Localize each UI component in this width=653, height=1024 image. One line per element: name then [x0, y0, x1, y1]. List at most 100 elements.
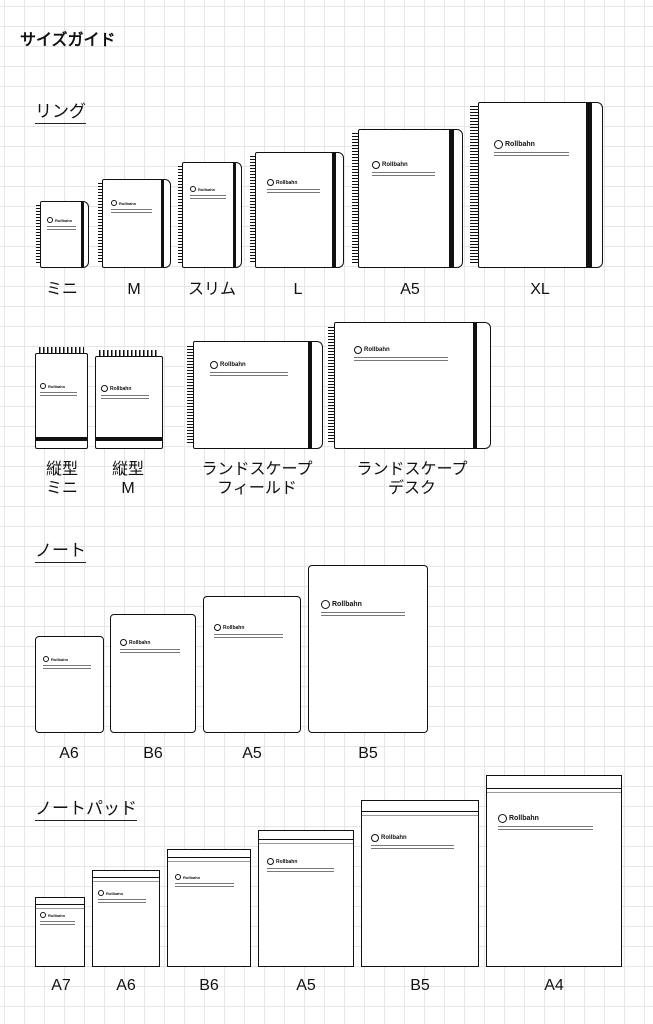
- logo-circle-icon: [214, 624, 221, 631]
- fine-print: [371, 848, 454, 849]
- pad-binding-strip: [93, 871, 159, 878]
- size-label-notepad-b6: B6: [199, 977, 219, 994]
- cover: Rollbahn: [334, 322, 491, 449]
- size-label-note-b6: B6: [143, 745, 163, 762]
- notebook-note-a5: Rollbahn: [203, 596, 301, 733]
- elastic-band: [449, 130, 454, 267]
- brand-text: Rollbahn: [220, 362, 246, 368]
- logo-circle-icon: [101, 385, 108, 392]
- notebook-note-b6: Rollbahn: [110, 614, 196, 733]
- cover: Rollbahn: [35, 353, 88, 449]
- fine-print: [267, 871, 334, 872]
- notebook-ring-mini: Rollbahn: [36, 201, 89, 268]
- brand-logo: Rollbahn: [101, 385, 131, 392]
- label-line-2: フィールド: [217, 480, 297, 497]
- page-title: サイズガイド: [20, 32, 116, 49]
- section-heading-note: ノート: [35, 541, 86, 563]
- elastic-band: [308, 342, 312, 448]
- label-line-1: 縦型: [45, 461, 79, 478]
- notebook-note-b5: Rollbahn: [308, 565, 428, 733]
- size-label-notepad-a7: A7: [51, 977, 71, 994]
- brand-logo: Rollbahn: [321, 600, 362, 609]
- spiral-binding: [250, 156, 258, 264]
- logo-circle-icon: [498, 814, 507, 823]
- spiral-binding: [470, 106, 481, 264]
- cover: Rollbahn: [95, 356, 163, 449]
- elastic-band: [332, 153, 336, 267]
- cover: Rollbahn: [102, 179, 171, 268]
- size-label-ring-m: M: [127, 281, 141, 298]
- notepad-notepad-b5: Rollbahn: [361, 800, 479, 967]
- brand-logo: Rollbahn: [354, 346, 390, 354]
- brand-text: Rollbahn: [332, 601, 362, 608]
- size-label-ring-a5: A5: [400, 281, 420, 298]
- size-label-notepad-b5: B5: [410, 977, 430, 994]
- elastic-band: [473, 323, 477, 448]
- label-line-1: ランドスケープ: [201, 461, 313, 478]
- section-heading-notepad: ノートパッド: [35, 799, 137, 821]
- label-line-2: デスク: [387, 480, 437, 497]
- logo-circle-icon: [372, 161, 380, 169]
- pad-rule: [259, 843, 353, 844]
- fine-print: [267, 189, 320, 190]
- fine-print: [101, 398, 149, 399]
- pad-rule: [93, 881, 159, 882]
- fine-print: [43, 665, 91, 666]
- notebook-ring-xl: Rollbahn: [470, 102, 603, 268]
- brand-logo: Rollbahn: [498, 814, 539, 823]
- spiral-binding: [36, 205, 43, 264]
- brand-text: Rollbahn: [48, 383, 66, 389]
- fine-print: [494, 155, 569, 156]
- spiral-binding: [328, 327, 337, 444]
- logo-circle-icon: [371, 834, 379, 842]
- size-label-ring-l: L: [293, 281, 303, 298]
- pad-rule: [36, 908, 84, 909]
- fine-print: [175, 886, 234, 887]
- fine-print: [120, 649, 180, 650]
- size-label-landscape-field: ランドスケープフィールド: [201, 460, 312, 498]
- brand-text: Rollbahn: [509, 815, 539, 822]
- fine-print: [190, 198, 226, 199]
- brand-logo: Rollbahn: [120, 639, 150, 646]
- cover: Rollbahn: [182, 162, 242, 268]
- logo-circle-icon: [494, 140, 503, 149]
- label-line-2: M: [121, 480, 135, 497]
- brand-text: Rollbahn: [381, 835, 407, 841]
- fine-print: [101, 395, 149, 396]
- elastic-band: [96, 437, 162, 441]
- fine-print: [354, 357, 448, 358]
- logo-circle-icon: [175, 874, 181, 880]
- fine-print: [40, 924, 75, 925]
- brand-logo: Rollbahn: [175, 874, 200, 880]
- fine-print: [267, 868, 334, 869]
- fine-print: [40, 392, 77, 393]
- size-label-note-a5: A5: [242, 745, 262, 762]
- brand-logo: Rollbahn: [210, 361, 246, 369]
- logo-circle-icon: [111, 200, 117, 206]
- fine-print: [111, 212, 152, 213]
- fine-print: [175, 883, 234, 884]
- brand-text: Rollbahn: [119, 200, 137, 206]
- notepad-notepad-a7: Rollbahn: [35, 897, 85, 967]
- notebook-ring-l: Rollbahn: [250, 152, 344, 268]
- logo-circle-icon: [40, 912, 46, 918]
- notebook-ring-a5: Rollbahn: [352, 129, 463, 268]
- pad-binding-strip: [487, 776, 621, 789]
- pad-binding-strip: [36, 898, 84, 905]
- notebook-note-a6: Rollbahn: [35, 636, 104, 733]
- brand-logo: Rollbahn: [267, 179, 297, 186]
- fine-print: [214, 634, 283, 635]
- elastic-band: [36, 437, 87, 441]
- cover: Rollbahn: [40, 201, 89, 268]
- brand-text: Rollbahn: [276, 179, 298, 186]
- fine-print: [210, 375, 288, 376]
- size-label-landscape-desk: ランドスケープデスク: [356, 460, 467, 498]
- spiral-binding: [352, 133, 361, 264]
- notebook-ring-slim: Rollbahn: [178, 162, 242, 268]
- spiral-binding: [178, 166, 185, 264]
- size-label-vertical-mini: 縦型ミニ: [46, 460, 78, 498]
- brand-text: Rollbahn: [223, 624, 245, 631]
- brand-logo: Rollbahn: [267, 858, 297, 865]
- cover: Rollbahn: [358, 129, 463, 268]
- label-line-1: 縦型: [111, 461, 145, 478]
